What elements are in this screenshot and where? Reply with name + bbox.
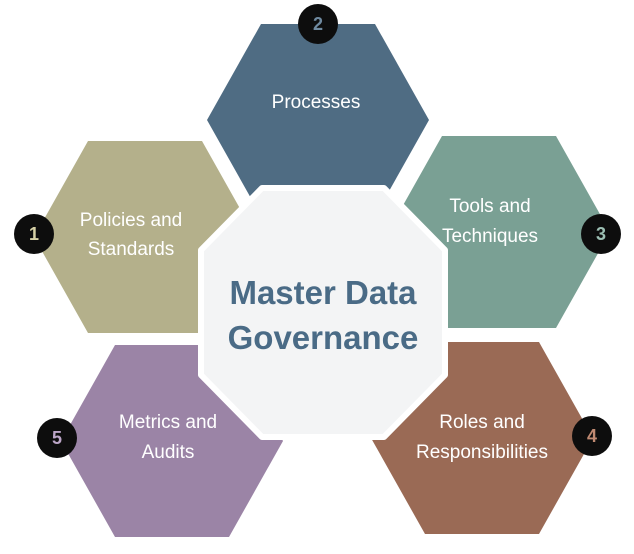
badge-4-number: 4 [587, 426, 597, 446]
metrics-and-audits-label-line2: Audits [142, 442, 195, 463]
center-title-line1: Master Data [229, 274, 417, 311]
badge-2-circle [298, 4, 338, 44]
badge-4: 4 [572, 416, 612, 456]
hexagon-processes [207, 24, 429, 216]
roles-and-responsibilities-label-line2: Responsibilities [416, 442, 548, 463]
center-node: Master Data Governance [198, 185, 448, 440]
tools-and-techniques-label-line1: Tools and [449, 196, 530, 217]
center-title-line2: Governance [228, 319, 419, 356]
badge-2: 2 [298, 4, 338, 44]
roles-and-responsibilities-label-line1: Roles and [439, 412, 525, 433]
badge-1-number: 1 [29, 224, 39, 244]
badge-1-circle [14, 214, 54, 254]
processes-label: Processes [272, 92, 361, 113]
policies-and-standards-label-line2: Standards [88, 239, 175, 260]
badge-4-circle [572, 416, 612, 456]
tools-and-techniques-label-line2: Techniques [442, 226, 538, 247]
badge-3-number: 3 [596, 224, 606, 244]
badge-2-number: 2 [313, 14, 323, 34]
metrics-and-audits-label-line1: Metrics and [119, 412, 217, 433]
badge-5-circle [37, 418, 77, 458]
segment-processes: Processes [207, 24, 429, 216]
badge-1: 1 [14, 214, 54, 254]
badge-3: 3 [581, 214, 621, 254]
badge-5-number: 5 [52, 428, 62, 448]
center-octagon [198, 185, 448, 440]
badge-5: 5 [37, 418, 77, 458]
policies-and-standards-label-line1: Policies and [80, 210, 182, 231]
badge-3-circle [581, 214, 621, 254]
